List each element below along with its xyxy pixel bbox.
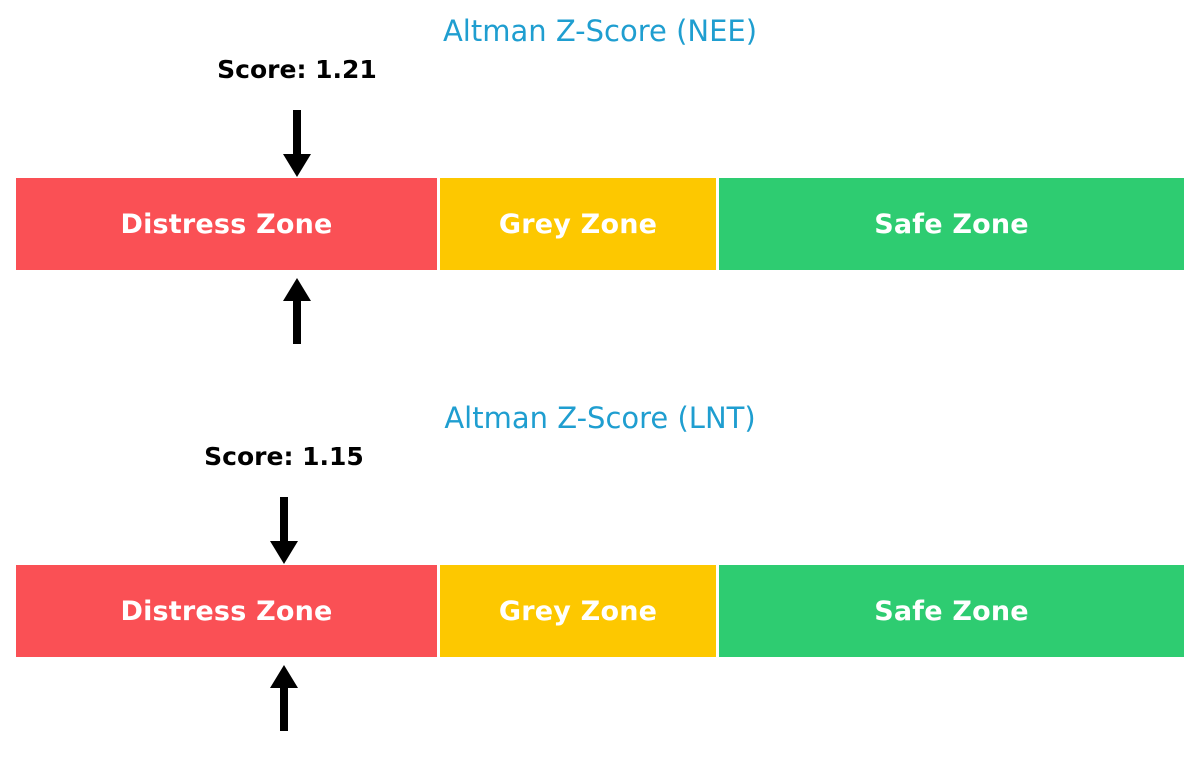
up-arrow-icon [269, 665, 299, 731]
down-arrow-icon [269, 497, 299, 565]
up-arrow-icon [282, 278, 312, 344]
down-arrow-icon [282, 110, 312, 178]
zscore-zone-bar: Distress Zone Grey Zone Safe Zone [16, 178, 1184, 270]
score-annotation: Score: 1.15 [204, 442, 364, 471]
zone-segment-distress: Distress Zone [16, 565, 437, 657]
zone-label: Safe Zone [874, 208, 1029, 240]
zone-label: Distress Zone [120, 208, 333, 240]
score-annotation: Score: 1.21 [217, 55, 377, 84]
zone-label: Grey Zone [498, 208, 658, 240]
zone-segment-grey: Grey Zone [440, 178, 716, 270]
zscore-panel-nee: Altman Z-Score (NEE) Score: 1.21 Distres… [16, 14, 1184, 344]
zone-label: Safe Zone [874, 595, 1029, 627]
page-title: Altman Z-Score (NEE) [442, 14, 758, 48]
zone-label: Grey Zone [498, 595, 658, 627]
zone-segment-safe: Safe Zone [719, 178, 1184, 270]
zone-segment-grey: Grey Zone [440, 565, 716, 657]
zone-segment-safe: Safe Zone [719, 565, 1184, 657]
zone-segment-distress: Distress Zone [16, 178, 437, 270]
zscore-panel-lnt: Altman Z-Score (LNT) Score: 1.15 Distres… [0, 387, 1200, 774]
zscore-zone-bar: Distress Zone Grey Zone Safe Zone [16, 565, 1184, 657]
page-title: Altman Z-Score (LNT) [444, 401, 756, 435]
zone-label: Distress Zone [120, 595, 333, 627]
